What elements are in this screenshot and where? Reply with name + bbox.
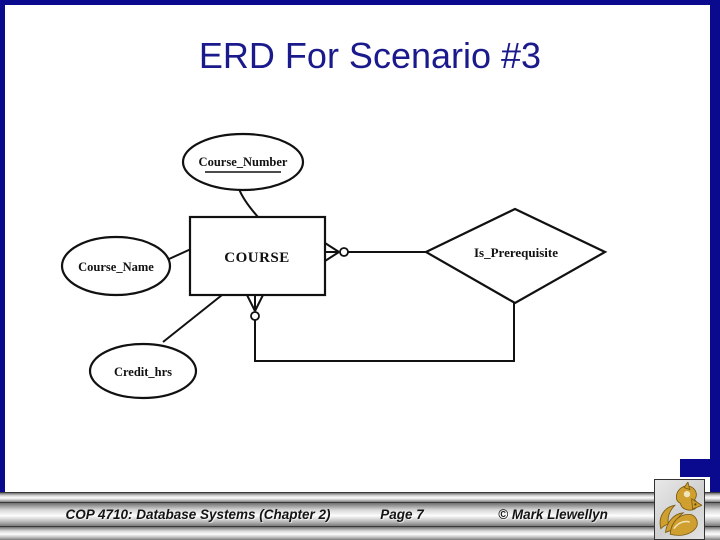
ucf-pegasus-icon bbox=[659, 482, 702, 536]
attribute-label-course-number: Course_Number bbox=[199, 155, 288, 169]
crow-foot-zero-icon-right bbox=[324, 242, 349, 262]
connector-course-number bbox=[238, 188, 259, 218]
footer-bar: COP 4710: Database Systems (Chapter 2) P… bbox=[0, 492, 720, 540]
footer-course-label: COP 4710: Database Systems (Chapter 2) bbox=[65, 507, 331, 522]
connector-course-name bbox=[168, 248, 192, 260]
attribute-label-course-name: Course_Name bbox=[78, 260, 154, 274]
connector-relationship-loop bbox=[254, 302, 515, 362]
relationship-label: Is_Prerequisite bbox=[474, 245, 558, 260]
logo-panel bbox=[654, 479, 705, 540]
footer-band-main: COP 4710: Database Systems (Chapter 2) P… bbox=[0, 502, 720, 526]
footer-page-number: Page 7 bbox=[380, 507, 424, 522]
crow-foot-zero-icon-bottom bbox=[246, 294, 264, 321]
page-title: ERD For Scenario #3 bbox=[198, 35, 542, 76]
footer-copyright: © Mark Llewellyn bbox=[498, 507, 608, 522]
attribute-ellipse-credit-hrs bbox=[88, 342, 198, 400]
footer-band-bottom bbox=[0, 526, 720, 540]
entity-label-course: COURSE bbox=[224, 250, 290, 266]
footer-band-top bbox=[0, 492, 720, 502]
entity-rect-course bbox=[188, 215, 327, 297]
navy-accent-bar bbox=[680, 459, 720, 477]
relationship-diamond bbox=[423, 207, 608, 305]
attribute-ellipse-course-name bbox=[60, 235, 172, 297]
attribute-ellipse-course-number bbox=[181, 132, 305, 192]
connector-credit-hrs bbox=[162, 294, 223, 343]
attribute-label-credit-hrs: Credit_hrs bbox=[114, 365, 172, 379]
